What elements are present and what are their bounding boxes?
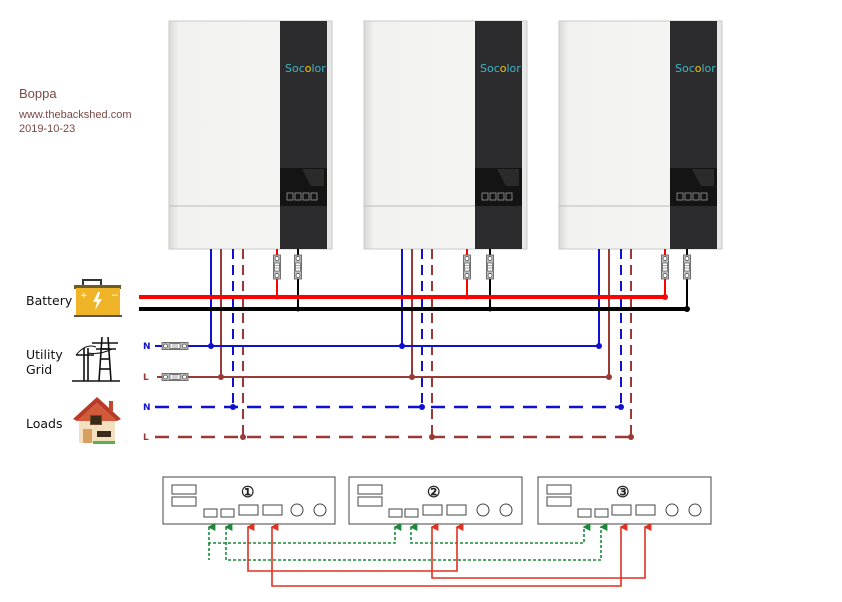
dc-fuse-positive-3 <box>661 254 669 280</box>
battery-icon: + − <box>74 279 122 317</box>
share-cable-1-3 <box>224 523 608 561</box>
comm-cable-1-2 <box>246 523 464 572</box>
control-buttons <box>676 192 708 201</box>
current-share-port-2[interactable] <box>594 508 609 518</box>
website-label: www.thebackshed.com <box>19 109 132 121</box>
parallel-panel-3: ③ <box>537 476 712 525</box>
comm-cable-2-3 <box>430 523 652 579</box>
inverter-1: Socolor <box>168 20 333 250</box>
dc-fuse-negative-3 <box>683 254 691 280</box>
dc-battery-drops <box>273 249 691 309</box>
control-buttons <box>481 192 513 201</box>
share-cable-2-3 <box>409 523 591 544</box>
grid-n-label: N <box>143 342 151 352</box>
share-cable-1-2 <box>207 523 402 544</box>
inverter-front-panel <box>670 21 717 249</box>
brand-logo: Socolor <box>285 62 326 75</box>
dc-fuse-negative-2 <box>486 254 494 280</box>
current-share-port-2[interactable] <box>404 508 419 518</box>
parallel-comm-cables <box>246 523 652 587</box>
comm-cable-1-3 <box>270 523 628 587</box>
load-l-label: L <box>143 433 149 443</box>
current-share-cables <box>207 523 608 561</box>
svg-text:−: − <box>111 291 119 301</box>
power-pylon-icon <box>72 336 120 382</box>
parallel-port-1[interactable] <box>238 504 259 516</box>
grid-label-line1: Utility <box>26 347 63 362</box>
parallel-port-1[interactable] <box>611 504 632 516</box>
inverter-front-panel <box>475 21 522 249</box>
author-label: Boppa <box>19 86 57 101</box>
inverter-2: Socolor <box>363 20 528 250</box>
grid-l-label: L <box>143 373 149 383</box>
dc-fuse-positive-1 <box>273 254 281 280</box>
control-buttons <box>286 192 318 201</box>
parallel-panel-2: ② <box>348 476 523 525</box>
parallel-port-2[interactable] <box>446 504 467 516</box>
inverter-3: Socolor <box>558 20 723 250</box>
parallel-port-2[interactable] <box>262 504 283 516</box>
dc-fuse-positive-2 <box>463 254 471 280</box>
panel-number: ③ <box>616 483 629 501</box>
brand-logo: Socolor <box>675 62 716 75</box>
grid-fuse-n <box>161 342 189 350</box>
parallel-panel-1: ① <box>162 476 336 525</box>
panel-number: ② <box>427 483 440 501</box>
date-label: 2019-10-23 <box>19 123 76 135</box>
parallel-port-1[interactable] <box>422 504 443 516</box>
current-share-port-1[interactable] <box>577 508 592 518</box>
current-share-port-1[interactable] <box>388 508 403 518</box>
grid-fuse-l <box>161 373 189 381</box>
current-share-port-2[interactable] <box>220 508 235 518</box>
grid-label-line2: Grid <box>26 362 52 377</box>
parallel-port-2[interactable] <box>635 504 656 516</box>
panel-number: ① <box>241 483 254 501</box>
load-n-label: N <box>143 403 151 413</box>
dc-fuse-negative-1 <box>294 254 302 280</box>
battery-label: Battery <box>26 293 73 308</box>
svg-text:+: + <box>80 291 88 301</box>
loads-label: Loads <box>26 416 63 431</box>
brand-logo: Socolor <box>480 62 521 75</box>
house-icon <box>73 397 121 444</box>
current-share-port-1[interactable] <box>203 508 218 518</box>
inverter-front-panel <box>280 21 327 249</box>
